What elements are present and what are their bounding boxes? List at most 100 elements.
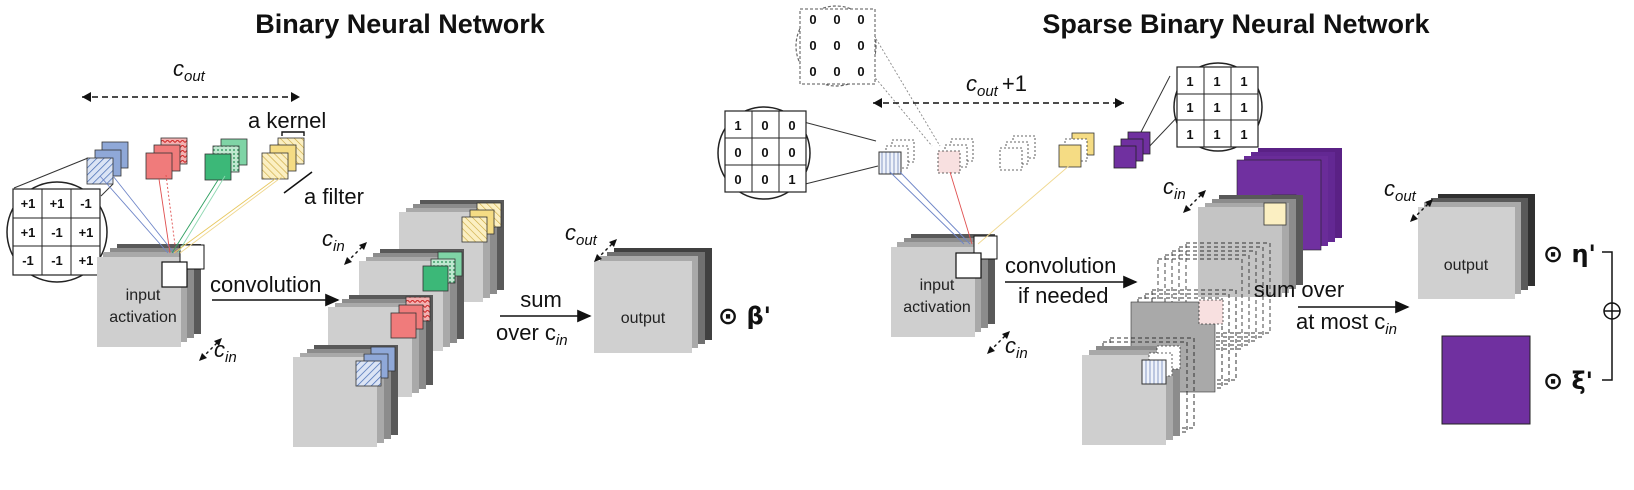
filter-label: a filter [304,184,364,209]
right-feature-stack-empty [1157,242,1271,350]
matrix-cell: 0 [833,12,840,27]
right-stack-cin-arrow [1183,190,1206,213]
matrix-cell: +1 [50,196,65,211]
matrix-cell: 1 [1186,127,1193,142]
right-convolution-line1: convolution [1005,253,1116,278]
left-output-cout-arrow [594,239,617,262]
right-output [1418,194,1535,299]
matrix-cell: 1 [788,172,795,187]
kernel-matrix: +1 +1 -1 +1 -1 +1 -1 -1 +1 [12,188,101,276]
beta-scale: ⊙ β' [718,302,771,330]
ones-matrix: 1 1 1 1 1 1 1 1 1 [1176,66,1259,148]
matrix-cell: 0 [734,145,741,160]
matrix-cell: 1 [1213,100,1220,115]
matrix-cell: 0 [761,172,768,187]
matrix-cell: 0 [788,118,795,133]
matrix-cell: 1 [1213,127,1220,142]
left-title: Binary Neural Network [255,9,546,39]
matrix-cell: -1 [22,253,34,268]
zoom-line [871,31,941,147]
left-output [594,248,712,353]
left-sum-line2: over cin [496,320,568,349]
left-convolution-label: convolution [210,272,321,297]
sparse-kernel-blue [878,139,915,175]
right-cin-arrow [987,331,1010,354]
matrix-cell: 0 [857,64,864,79]
sparse-kernel-yellow [1058,132,1095,168]
left-output-label: output [621,310,666,327]
left-kernel-yellow [261,137,305,180]
matrix-cell: 0 [809,12,816,27]
left-kernel-blue [86,141,129,185]
matrix-cell: 1 [734,118,741,133]
xi-bias-map [1441,335,1531,425]
matrix-cell: 0 [833,38,840,53]
matrix-cell: +1 [79,225,94,240]
matrix-cell: 0 [857,38,864,53]
matrix-cell: 1 [1240,100,1247,115]
zoom-line [13,157,89,189]
matrix-cell: -1 [51,253,63,268]
left-cin-label: cin [214,337,237,366]
sparse-connection-lines [889,164,1071,245]
right-sum-line1: sum over [1254,277,1344,302]
filter-bracket [283,171,313,194]
matrix-cell: 1 [1213,74,1220,89]
right-output-label: output [1444,257,1489,274]
matrix-cell: +1 [21,196,36,211]
right-output-cout-label: cout [1384,176,1417,205]
matrix-cell: 0 [809,38,816,53]
right-sum-line2: at most cin [1296,309,1397,338]
xi-scale: ⊙ ξ' [1543,367,1593,395]
left-feature-stack-blue [293,345,398,447]
left-kernel-green [204,138,248,181]
left-input-activation [97,244,205,347]
right-input-activation [891,234,998,337]
right-title: Sparse Binary Neural Network [1042,9,1430,39]
eta-scale: ⊙ η' [1543,240,1596,268]
matrix-cell: -1 [51,225,63,240]
matrix-cell: 0 [833,64,840,79]
matrix-cell: 1 [1186,74,1193,89]
matrix-cell: -1 [80,196,92,211]
right-cin-label: cin [1005,333,1028,362]
zoom-line [1139,75,1171,135]
right-stack-cin-label: cin [1163,174,1186,203]
matrix-cell: 0 [734,172,741,187]
matrix-cell: 0 [761,145,768,160]
left-sum-line1: sum [520,287,562,312]
matrix-cell: 0 [788,145,795,160]
matrix-cell: +1 [21,225,36,240]
stack-cin-arrow [344,242,367,265]
matrix-cell: 0 [761,118,768,133]
matrix-cell: 1 [1186,100,1193,115]
matrix-cell: 1 [1240,74,1247,89]
left-output-cout-label: cout [565,220,598,249]
matrix-cell: 0 [857,12,864,27]
right-cout-label: cout+1 [966,71,1027,100]
left-cout-arrow [82,92,300,102]
input-label-line1: input [126,287,161,304]
matrix-cell: 0 [809,64,816,79]
input-label-line2: activation [109,309,177,326]
sparse-kernel-purple [1113,131,1151,169]
right-convolution-line2: if needed [1018,283,1109,308]
sparse-kernel-red [937,138,974,174]
kernel-label: a kernel [248,108,326,133]
right-input-label-line2: activation [903,299,971,316]
sparse-kernel-empty [999,135,1036,171]
kernel-bracket [281,131,305,136]
kernel-connection-lines [99,174,284,254]
zoom-line [100,183,114,197]
sparse-matrix: 1 0 0 0 0 0 0 0 1 [724,110,807,193]
matrix-cell: +1 [79,253,94,268]
right-input-label-line1: input [920,277,955,294]
right-output-cout-arrow [1410,199,1433,222]
stack-cin-label: cin [322,226,345,255]
right-feature-stack-blue [1082,337,1195,445]
matrix-cell: 1 [1240,127,1247,142]
right-cout-arrow [873,98,1124,108]
left-kernel-red [145,137,188,180]
right-feature-stack-yellow [1198,195,1303,297]
